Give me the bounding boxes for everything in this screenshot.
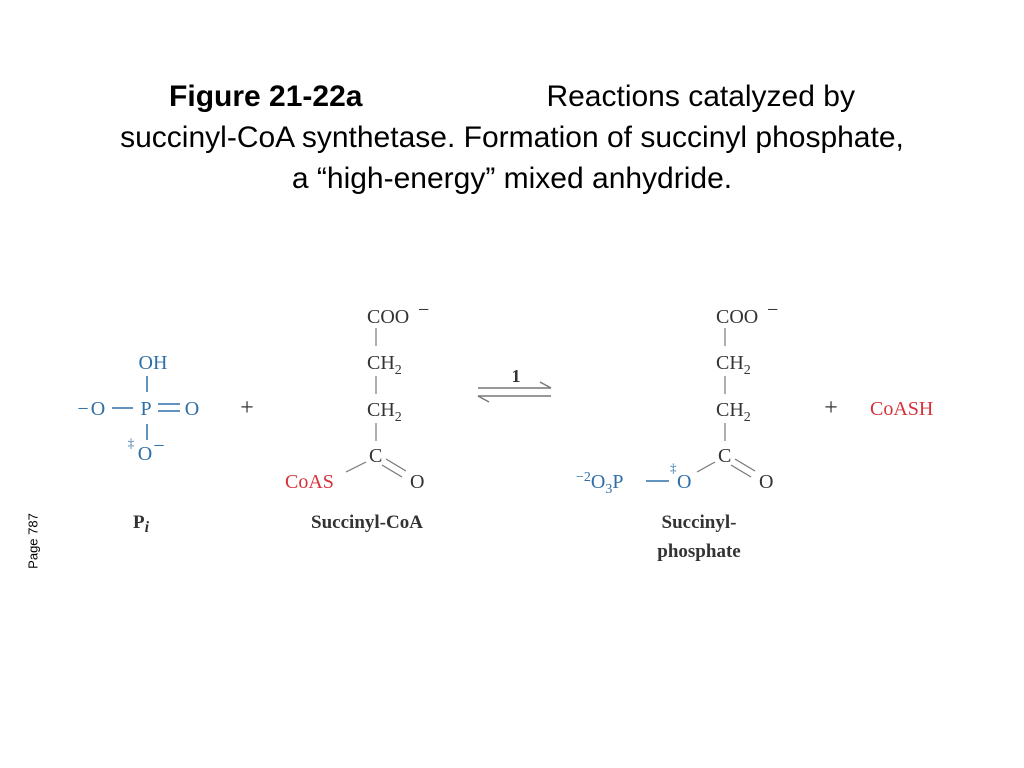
- inorganic-phosphate-structure: OH − O P O ‡ O − Pi: [77, 352, 199, 536]
- pi-oh: OH: [139, 352, 168, 374]
- sp-ch2-lower: CH2: [716, 399, 751, 425]
- pi-o-left-charge: −: [77, 398, 88, 420]
- sp-phosphoryl-o: O: [591, 471, 605, 493]
- sp-phosphoryl-p: P: [612, 471, 623, 493]
- sc-double-bond-b: [381, 464, 403, 478]
- plus-sign-1: +: [240, 395, 254, 421]
- sp-ch2-upper-ch: CH: [716, 352, 744, 374]
- sp-carbonyl-o: O: [759, 471, 773, 493]
- figure-label: Figure 21-22a: [169, 80, 363, 113]
- succinyl-coa-label: Succinyl-CoA: [311, 512, 423, 533]
- sp-ch2-upper-sub: 2: [744, 363, 751, 378]
- sc-bond-c-coas: [345, 461, 367, 473]
- sp-ch2-lower-ch: CH: [716, 399, 744, 421]
- pi-label-subscript: i: [145, 519, 150, 536]
- sc-coas: CoAS: [285, 471, 334, 493]
- sp-bond-c-o: [696, 461, 716, 473]
- sp-phosphoryl: −2O3P: [576, 470, 623, 497]
- succinyl-phosphate-label-line-1: Succinyl-: [662, 512, 737, 533]
- sc-ch2-upper: CH2: [367, 352, 402, 378]
- sc-carbonyl-c: C: [369, 445, 382, 467]
- succinyl-phosphate-label-line-2: phosphate: [657, 541, 740, 562]
- sc-coo-charge: −: [418, 299, 429, 321]
- pi-o-right: O: [185, 398, 199, 420]
- succinyl-phosphate-structure: COO − CH2 CH2 C O −2O3P ‡ O Succinyl- ph…: [576, 299, 778, 562]
- succinyl-coa-structure: COO − CH2 CH2 C CoAS O Succinyl-CoA: [285, 299, 429, 533]
- figure-description: Reactions catalyzed by succinyl-CoA synt…: [120, 80, 904, 195]
- pi-o-bottom: O: [138, 443, 152, 465]
- sp-link-charge: ‡: [670, 460, 677, 475]
- sc-carbonyl-o: O: [410, 471, 424, 493]
- sp-ch2-lower-sub: 2: [744, 410, 751, 425]
- coash: CoASH: [870, 398, 933, 420]
- reaction-step-number: 1: [512, 366, 521, 386]
- pi-o-bottom-charge: −: [153, 435, 164, 457]
- forward-arrow-head: [539, 381, 552, 389]
- pi-p-charge: ‡: [128, 435, 135, 450]
- sc-ch2-lower: CH2: [367, 399, 402, 425]
- sc-ch2-lower-ch: CH: [367, 399, 395, 421]
- sc-ch2-upper-sub: 2: [395, 363, 402, 378]
- plus-sign-2: +: [824, 395, 838, 421]
- pi-label: Pi: [133, 512, 150, 536]
- sp-link-o: O: [677, 471, 691, 493]
- pi-p: P: [140, 398, 151, 420]
- sp-phosphoryl-sub: 3: [605, 482, 612, 497]
- sp-phosphoryl-charge: −2: [576, 470, 591, 485]
- sc-ch2-upper-ch: CH: [367, 352, 395, 374]
- equilibrium-arrows: 1: [477, 366, 552, 403]
- sp-coo-charge: −: [767, 299, 778, 321]
- sp-double-bond-b: [730, 464, 752, 478]
- pi-label-main: P: [133, 512, 145, 533]
- sp-double-bond-a: [734, 458, 756, 472]
- reverse-arrow-head: [477, 395, 490, 403]
- sp-ch2-upper: CH2: [716, 352, 751, 378]
- sc-coo: COO: [367, 306, 409, 328]
- sc-double-bond-a: [385, 458, 407, 472]
- sp-carbonyl-c: C: [718, 445, 731, 467]
- sp-coo: COO: [716, 306, 758, 328]
- sc-ch2-lower-sub: 2: [395, 410, 402, 425]
- pi-o-left: O: [91, 398, 105, 420]
